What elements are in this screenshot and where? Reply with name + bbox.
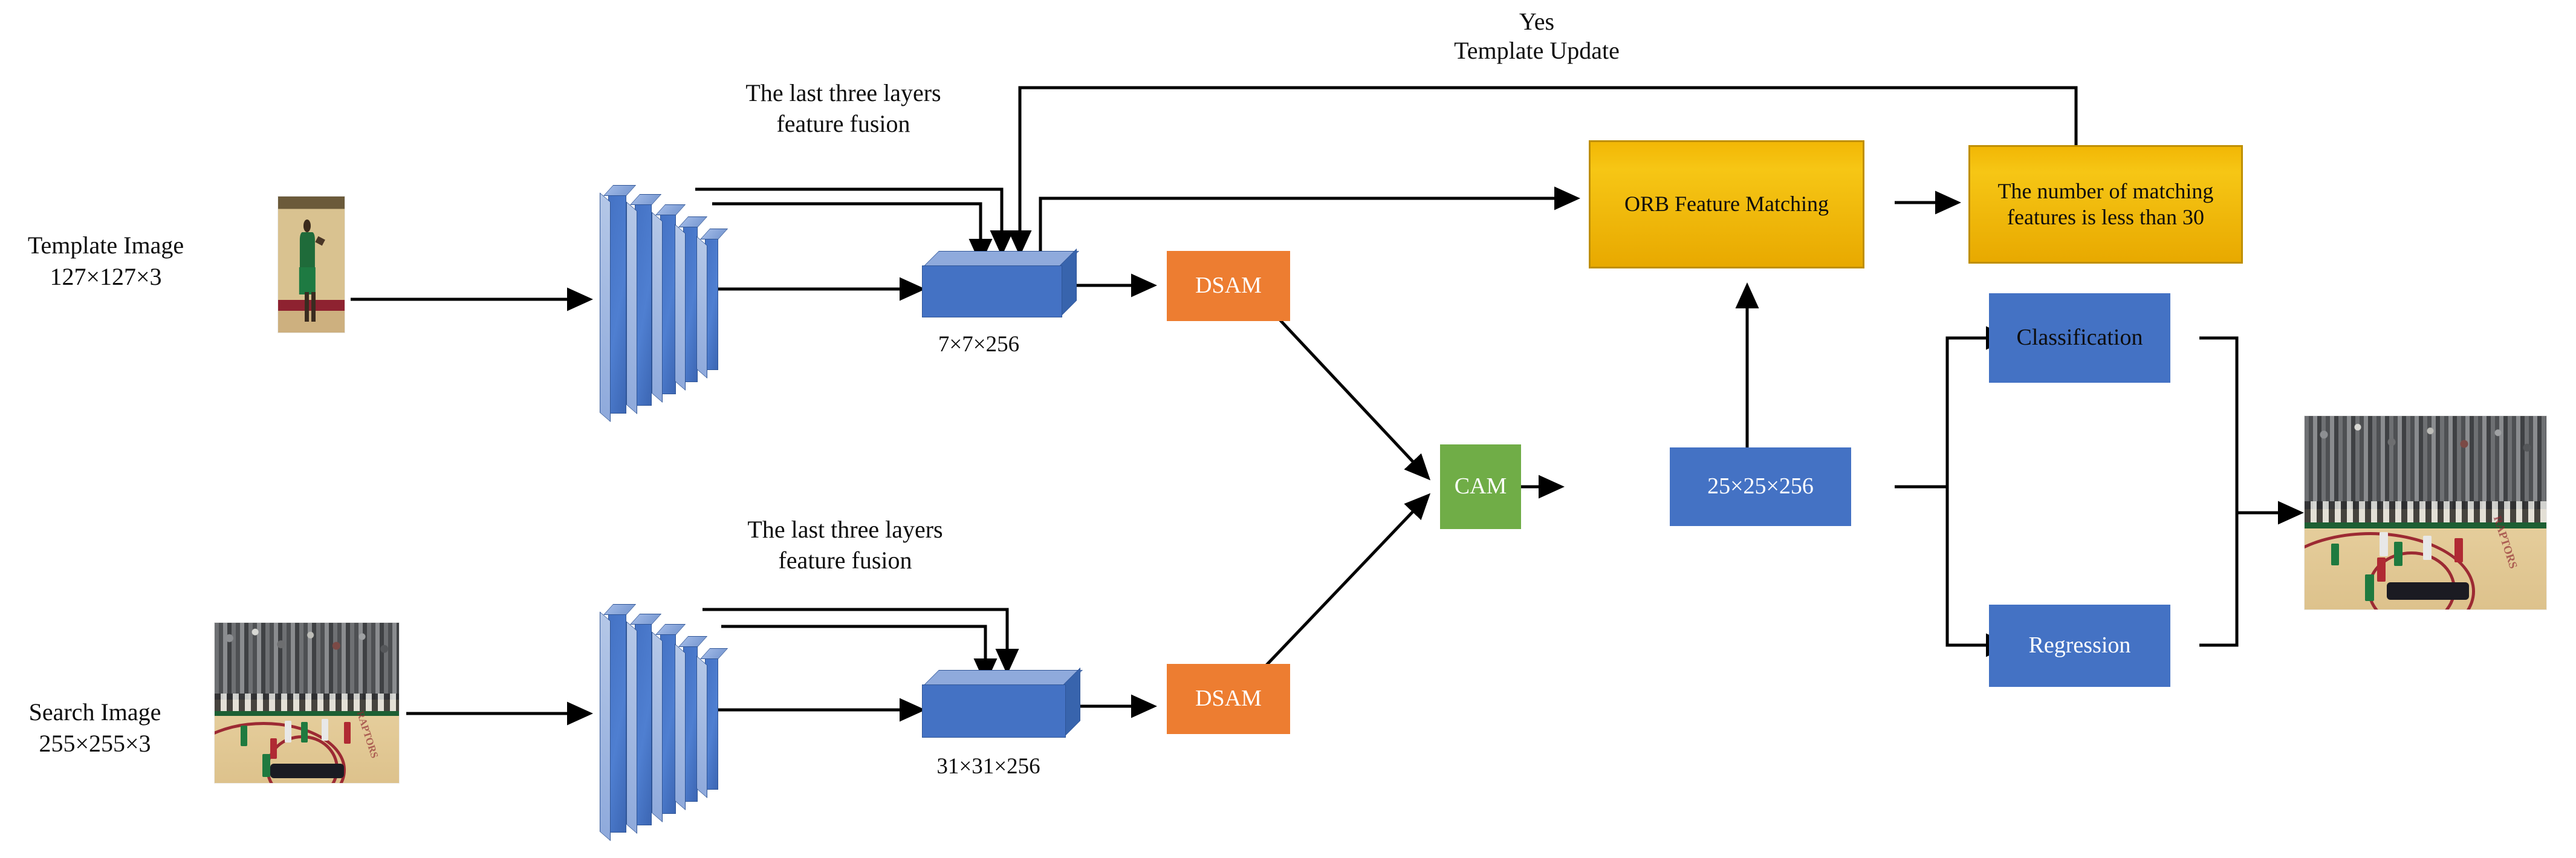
- conv-plate-1: [600, 185, 637, 422]
- regression-head[interactable]: Regression: [1989, 605, 2170, 687]
- orb-feature-matching-block[interactable]: ORB Feature Matching: [1589, 140, 1864, 268]
- conv-plate-1: [600, 604, 637, 841]
- feature-cuboid-template-label: 7×7×256: [938, 332, 1020, 357]
- fusion-note-search: The last three layers feature fusion: [747, 516, 943, 574]
- feature-cuboid-search-label: 31×31×256: [936, 754, 1040, 779]
- conv-plate-4: [675, 636, 708, 810]
- cam-module[interactable]: CAM: [1440, 444, 1521, 529]
- dsam-module-template[interactable]: DSAM: [1167, 251, 1290, 321]
- conv-plate-2: [626, 194, 662, 414]
- correlation-map-block[interactable]: 25×25×256: [1670, 447, 1851, 526]
- search-image-thumbnail: RAPTORS: [215, 623, 399, 783]
- wire-cuboid-to-orb: [1039, 186, 1580, 271]
- conv-plate-3: [652, 624, 686, 822]
- matching-threshold-block[interactable]: The number of matching features is less …: [1968, 145, 2243, 264]
- wire-regression-to-output: [2199, 513, 2239, 647]
- template-image-dims: 127×127×3: [50, 263, 162, 290]
- conv-plate-5: [696, 229, 728, 379]
- wire-classification-to-output: [2199, 336, 2239, 513]
- conv-plate-5: [696, 648, 728, 798]
- template-image-thumbnail: [278, 197, 345, 333]
- conv-plate-3: [652, 204, 686, 403]
- cuboid-front-face: [922, 684, 1066, 738]
- wire-top-skip-1: [695, 187, 1014, 256]
- tracking-result-thumbnail: RAPTORS: [2305, 416, 2546, 609]
- feature-cuboid-search: [922, 668, 1083, 738]
- cuboid-front-face: [922, 265, 1062, 317]
- wire-bot-skip-1: [702, 608, 1019, 675]
- wire-template-update-feedback: [1008, 86, 2078, 256]
- template-image-label: Template Image: [27, 232, 184, 259]
- conv-plate-2: [626, 614, 662, 834]
- classification-head[interactable]: Classification: [1989, 293, 2170, 383]
- template-update-label: Template Update: [1454, 37, 1620, 64]
- wire-dsam-bot-to-cam: [1262, 493, 1431, 669]
- feature-cuboid-template: [922, 249, 1079, 317]
- wire-dsam-top-to-cam: [1261, 300, 1431, 481]
- conv-plate-4: [675, 216, 708, 391]
- fusion-note-template: The last three layers feature fusion: [745, 79, 941, 138]
- dsam-module-search[interactable]: DSAM: [1167, 664, 1290, 734]
- search-image-dims: 255×255×3: [39, 730, 151, 757]
- template-update-yes-label: Yes: [1519, 8, 1555, 35]
- search-image-label: Search Image: [28, 698, 161, 726]
